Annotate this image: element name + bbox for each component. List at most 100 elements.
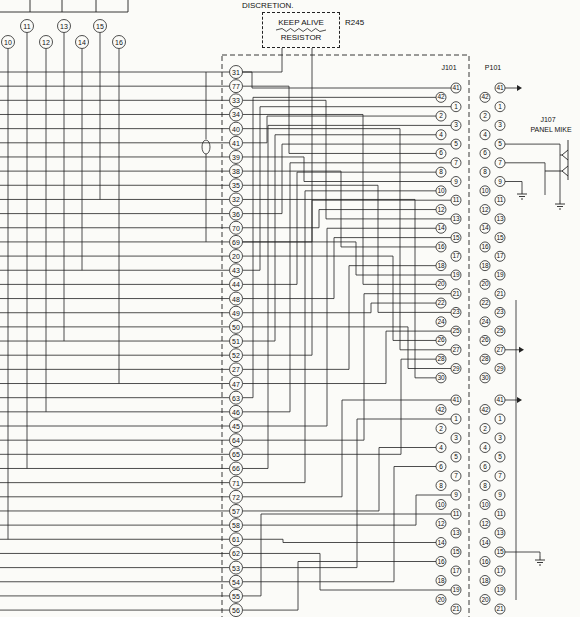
wire <box>243 100 452 219</box>
pin-number: 21 <box>452 290 459 297</box>
pin-circle <box>436 500 446 510</box>
pin-number: 30 <box>437 375 444 382</box>
pin-circle <box>480 111 490 121</box>
wire <box>0 142 230 143</box>
pin-number: 13 <box>452 216 459 223</box>
wire <box>0 510 230 511</box>
pin-number: 12 <box>481 206 488 213</box>
pin-number: 6 <box>439 463 443 470</box>
terminal-number: 54 <box>232 578 240 585</box>
pin-number: 18 <box>437 577 444 584</box>
pin-number: 5 <box>454 141 458 148</box>
pin-circle <box>230 575 243 588</box>
wire <box>119 49 120 384</box>
pin-number: 10 <box>481 501 488 508</box>
pin-number: 25 <box>452 328 459 335</box>
pin-circle <box>436 279 446 289</box>
wire <box>64 33 65 342</box>
pin-number: 9 <box>454 492 458 499</box>
wire <box>505 552 540 556</box>
wire <box>243 242 452 275</box>
pin-circle <box>230 391 243 404</box>
pin-circle <box>436 261 446 271</box>
pin-circle <box>451 251 461 261</box>
pin-number: 17 <box>452 568 459 575</box>
pin-circle <box>94 20 107 33</box>
pin-circle <box>230 136 243 149</box>
pin-circle <box>451 490 461 500</box>
wire <box>243 107 452 271</box>
pin-number: 29 <box>496 365 503 372</box>
pin-circle <box>451 345 461 355</box>
pin-circle <box>230 561 243 574</box>
pin-circle <box>480 538 490 548</box>
terminal-number: 66 <box>232 465 240 472</box>
pin-circle <box>451 604 461 614</box>
pin-circle <box>495 364 505 374</box>
pin-number: 16 <box>437 558 444 565</box>
pin-number: 27 <box>452 347 459 354</box>
terminal-number: 12 <box>42 39 50 46</box>
pin-circle <box>230 589 243 602</box>
wire <box>505 163 545 195</box>
terminal-number: 44 <box>232 281 240 288</box>
wire <box>0 369 230 370</box>
wire <box>0 156 230 157</box>
pin-circle <box>230 604 243 617</box>
ground-symbol <box>555 200 565 209</box>
pin-number: 15 <box>496 234 503 241</box>
pin-number: 42 <box>481 94 488 101</box>
pin-circle <box>495 528 505 538</box>
terminal-number: 61 <box>232 536 240 543</box>
pin-circle <box>451 158 461 168</box>
pin-circle <box>21 20 34 33</box>
terminal-number: 33 <box>232 97 240 104</box>
pin-number: 12 <box>437 520 444 527</box>
wire <box>0 355 230 356</box>
pin-circle <box>230 462 243 475</box>
pin-circle <box>480 557 490 567</box>
pin-circle <box>495 547 505 557</box>
unit-outline <box>222 55 469 617</box>
pin-circle <box>436 538 446 548</box>
pin-circle <box>480 595 490 605</box>
wire <box>0 539 230 540</box>
pin-circle <box>480 481 490 491</box>
pin-circle <box>436 335 446 345</box>
terminal-number: 50 <box>232 323 240 330</box>
pin-number: 9 <box>498 178 502 185</box>
pin-number: 17 <box>496 568 503 575</box>
wire <box>243 553 452 590</box>
pin-circle <box>436 223 446 233</box>
pin-circle <box>230 306 243 319</box>
resistor-box: KEEP ALIVE RESISTORR245 <box>262 12 340 48</box>
pin-circle <box>451 83 461 93</box>
pin-number: 6 <box>483 463 487 470</box>
pin-circle <box>480 148 490 158</box>
pin-number: 42 <box>437 406 444 413</box>
pin-circle <box>451 364 461 374</box>
pin-circle <box>451 547 461 557</box>
pin-number: 29 <box>452 365 459 372</box>
pin-circle <box>230 547 243 560</box>
terminal-number: 40 <box>232 125 240 132</box>
wire <box>0 72 230 73</box>
pin-circle <box>480 373 490 383</box>
pin-number: 20 <box>437 281 444 288</box>
pin-circle <box>495 395 505 405</box>
wire <box>8 49 9 540</box>
pin-circle <box>451 270 461 280</box>
pin-circle <box>230 94 243 107</box>
wire <box>0 553 230 554</box>
pin-circle <box>480 242 490 252</box>
pin-circle <box>495 120 505 130</box>
wire <box>243 514 452 596</box>
wire <box>243 467 437 582</box>
pin-number: 21 <box>496 290 503 297</box>
pin-number: 17 <box>452 253 459 260</box>
pin-number: 42 <box>481 406 488 413</box>
pin-circle <box>495 195 505 205</box>
terminal-number: 65 <box>232 451 240 458</box>
pin-circle <box>495 452 505 462</box>
wire <box>0 341 230 342</box>
